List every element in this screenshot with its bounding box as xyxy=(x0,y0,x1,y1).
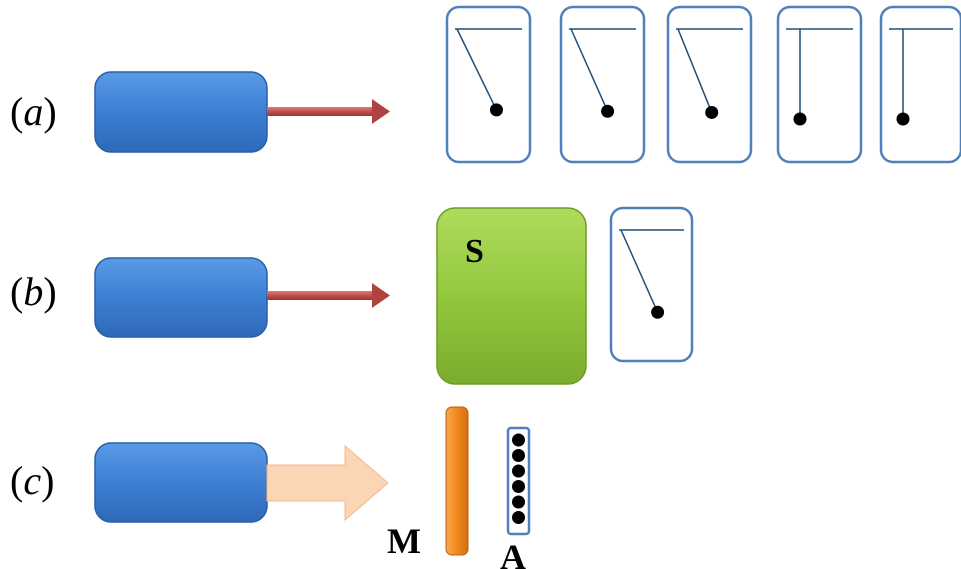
arrow-red-b xyxy=(267,283,390,308)
pendulum-frame-border xyxy=(609,206,694,363)
row-label-c: (c) xyxy=(10,458,54,503)
arrow-red-a xyxy=(267,99,390,124)
source-box-a xyxy=(94,71,268,153)
pendulum-bob xyxy=(705,105,719,119)
array-dot xyxy=(512,449,525,462)
pendulum-frame xyxy=(776,5,863,164)
array-dot xyxy=(512,464,525,478)
row-a: (a) xyxy=(10,5,961,164)
pendulum-frame xyxy=(559,5,646,164)
array-dots xyxy=(512,433,525,524)
arrow-wide-peach xyxy=(266,444,389,522)
pendulum-string xyxy=(570,28,609,112)
pendulum-bob xyxy=(793,112,807,126)
pendulum-frame-border xyxy=(559,5,646,164)
pendulum-bob xyxy=(489,103,503,117)
mirror-label: M xyxy=(387,521,421,561)
source-box-c xyxy=(94,442,268,523)
row-c: (c) M A xyxy=(10,406,531,569)
array-dot xyxy=(512,495,525,509)
row-label-a: (a) xyxy=(10,89,57,134)
array-dot xyxy=(512,480,525,493)
pendulum-bob xyxy=(896,112,910,126)
pendulum-bob xyxy=(651,305,665,319)
pendulum-frame xyxy=(666,5,753,164)
mirror-m xyxy=(445,406,469,556)
row-label-b: (b) xyxy=(10,269,57,314)
pendulum-string xyxy=(456,28,498,111)
array-label: A xyxy=(500,537,526,569)
screen-label: S xyxy=(465,233,484,270)
screen-s xyxy=(436,207,587,385)
pendulum-string xyxy=(677,28,713,113)
pendulum-frame xyxy=(609,206,694,363)
pendulum-frame-border xyxy=(666,5,753,164)
pendulum-frame xyxy=(445,5,532,164)
pendulum-string xyxy=(620,229,659,313)
source-box-b xyxy=(94,257,268,338)
array-dot xyxy=(512,511,525,524)
row-b: (b) S xyxy=(10,206,694,385)
array-dot xyxy=(512,433,525,447)
pendulum-frame-border xyxy=(445,5,532,164)
pendulum-frame-border xyxy=(879,5,961,164)
pendulum-frame-border xyxy=(776,5,863,164)
pendulum-bob xyxy=(601,104,615,118)
pendulum-frame xyxy=(879,5,961,164)
